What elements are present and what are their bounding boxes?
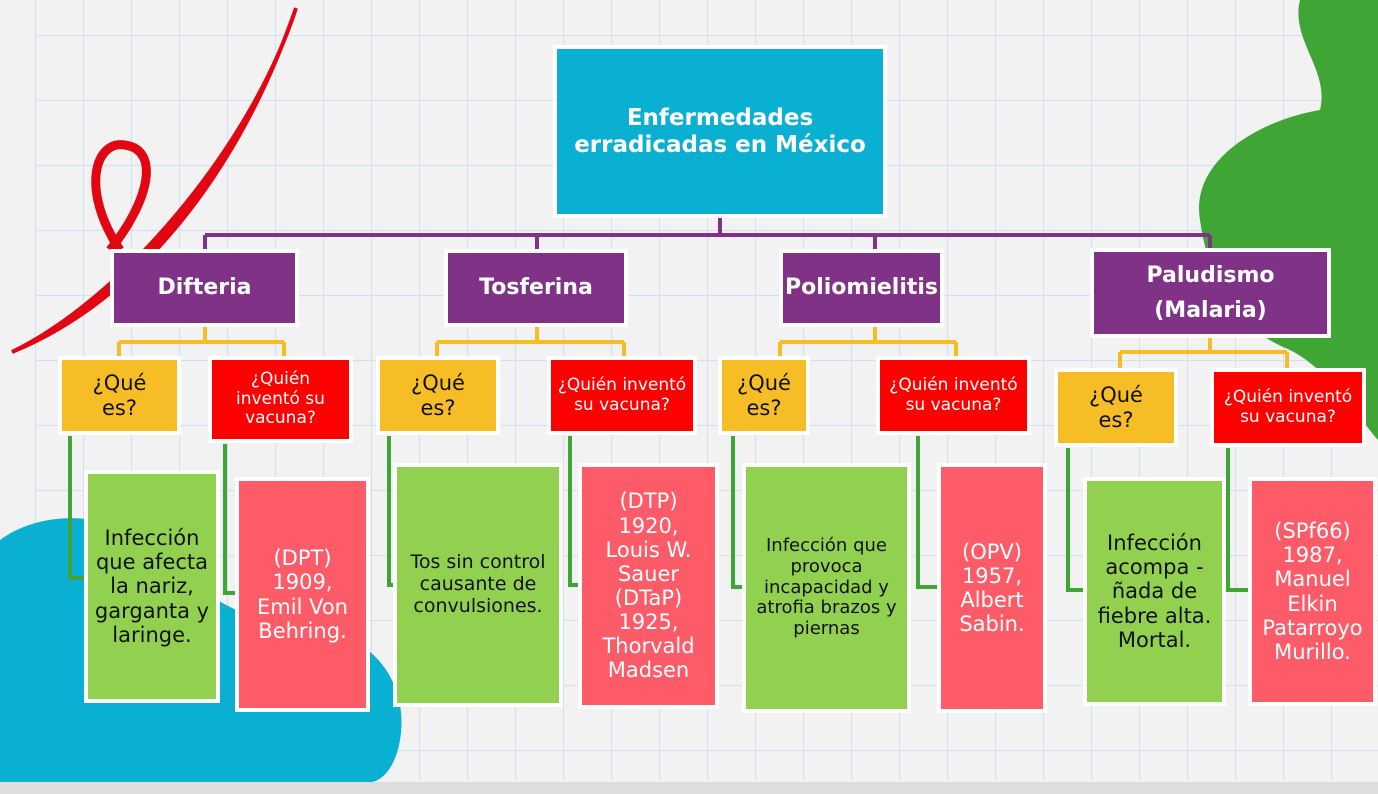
answer-what-tosferina: Tos sin control causante de convulsiones… [393,463,563,707]
root-node: Enfermedades erradicadas en México [553,45,887,218]
green-blob [1199,0,1378,440]
answer-who-tosferina: (DTP) 1920, Louis W. Sauer (DTaP) 1925, … [578,463,719,709]
yellow-connectors [117,326,1289,370]
purple-connectors [203,217,1212,251]
question-who-difteria: ¿Quién inventó su vacuna? [208,356,353,443]
question-what-poliomielitis: ¿Qué es? [718,356,810,435]
question-who-paludismo: ¿Quién inventó su vacuna? [1210,368,1366,447]
answer-what-paludismo: Infección acompa - ñada de fiebre alta. … [1083,477,1226,706]
answer-what-difteria: Infección que afecta la nariz, garganta … [84,470,220,703]
question-what-tosferina: ¿Qué es? [376,356,500,435]
disease-tosferina: Tosferina [444,249,628,327]
answer-who-poliomielitis: (OPV) 1957, Albert Sabin. [937,463,1047,713]
question-who-tosferina: ¿Quién inventó su vacuna? [547,356,697,435]
disease-poliomielitis: Poliomielitis [779,249,944,327]
answer-what-poliomielitis: Infección que provoca incapacidad y atro… [742,463,911,713]
disease-difteria: Difteria [110,249,299,327]
question-who-poliomielitis: ¿Quién inventó su vacuna? [876,356,1031,435]
disease-paludismo: Paludismo (Malaria) [1090,248,1331,338]
answer-who-paludismo: (SPf66) 1987, Manuel Elkin Patarroyo Mur… [1248,477,1377,706]
bottom-bar [0,782,1378,794]
question-what-paludismo: ¿Qué es? [1054,368,1178,447]
answer-who-difteria: (DPT) 1909, Emil Von Behring. [235,477,370,712]
question-what-difteria: ¿Qué es? [58,356,181,435]
red-ribbon-loop [91,140,151,253]
